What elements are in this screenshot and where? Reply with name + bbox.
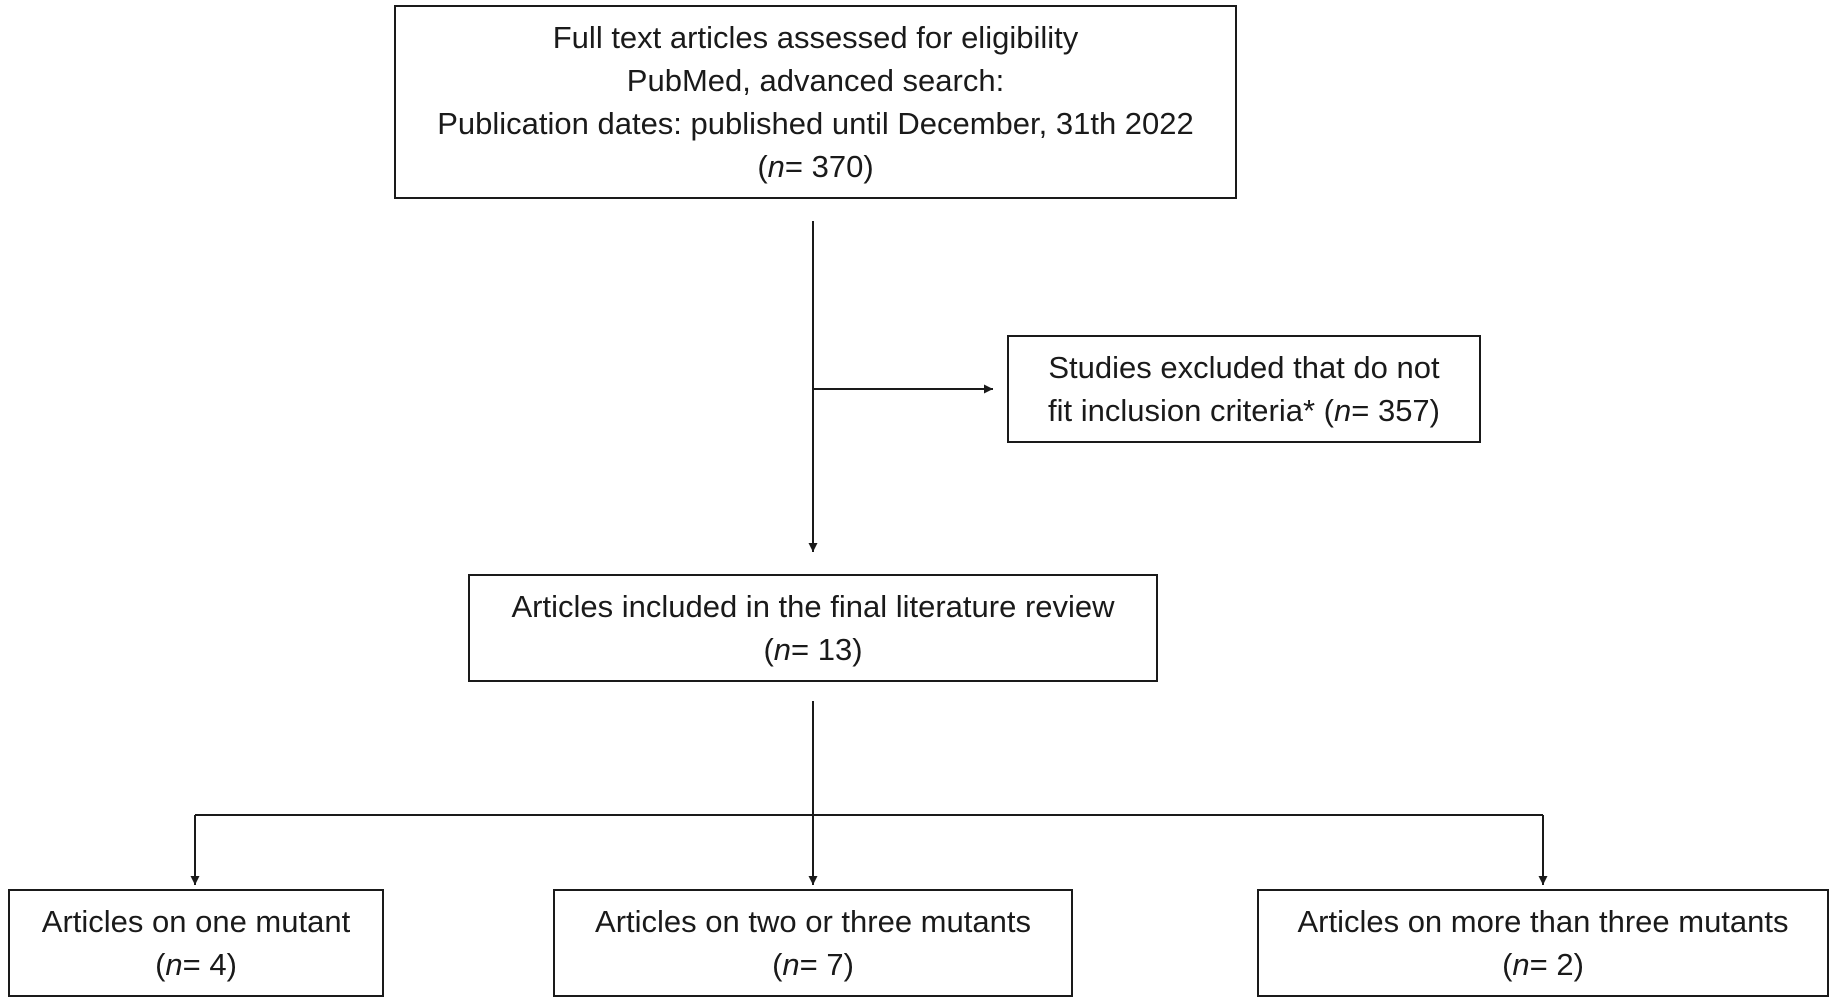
count-value: = 357) (1351, 393, 1440, 428)
count-label: n (782, 947, 800, 982)
search-box-line-1: Full text articles assessed for eligibil… (552, 20, 1079, 55)
two-three-mutants-box: Articles on two or three mutants (n= 7) (553, 889, 1073, 997)
search-box-count: (n= 370) (757, 149, 874, 184)
count-value: = 7) (799, 947, 854, 982)
count-value: = 370) (784, 149, 874, 184)
included-box: Articles included in the final literatur… (468, 574, 1158, 682)
excluded-box-count: fit inclusion criteria* (n= 357) (1048, 389, 1440, 432)
count-label: n (767, 149, 785, 184)
count-label: n (1512, 947, 1530, 982)
count-value: = 2) (1529, 947, 1584, 982)
more-mutants-label: Articles on more than three mutants (1297, 904, 1789, 939)
count-label: n (773, 632, 792, 667)
more-mutants-count: (n= 2) (1502, 947, 1584, 982)
search-box-line-2: PubMed, advanced search: (626, 63, 1005, 98)
search-box: Full text articles assessed for eligibil… (394, 5, 1237, 199)
two-three-mutants-label: Articles on two or three mutants (595, 904, 1031, 939)
more-mutants-box: Articles on more than three mutants (n= … (1257, 889, 1829, 997)
excluded-box: Studies excluded that do not fit inclusi… (1007, 335, 1481, 443)
search-box-line-3: Publication dates: published until Decem… (437, 106, 1194, 141)
two-three-mutants-count: (n= 7) (772, 947, 854, 982)
included-box-count: (n= 13) (763, 632, 863, 667)
one-mutant-count: (n= 4) (155, 947, 237, 982)
count-value: = 13) (791, 632, 863, 667)
count-value: = 4) (182, 947, 237, 982)
count-label: n (165, 947, 183, 982)
one-mutant-box: Articles on one mutant (n= 4) (8, 889, 384, 997)
excluded-box-line-1: Studies excluded that do not (1048, 350, 1440, 385)
count-label: n (1333, 393, 1352, 428)
included-box-line-1: Articles included in the final literatur… (511, 589, 1115, 624)
excluded-box-line-2: fit inclusion criteria* ( (1048, 393, 1334, 428)
one-mutant-label: Articles on one mutant (41, 904, 351, 939)
